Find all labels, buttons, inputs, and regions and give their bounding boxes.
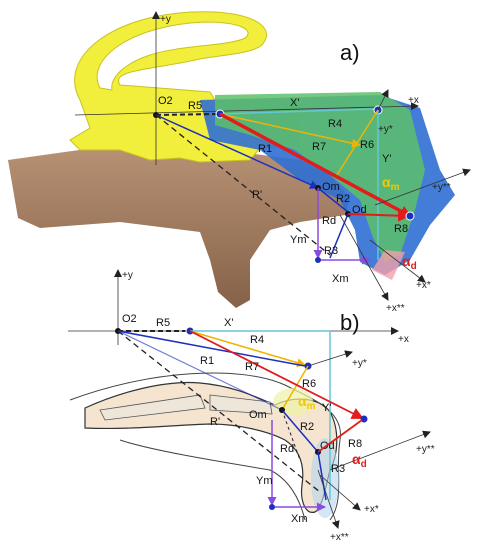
- r-prime-label-b: R': [210, 416, 220, 428]
- vector-r8-b: [317, 419, 363, 453]
- vector-r1-a: [155, 114, 319, 189]
- vector-r8-label-a: R8: [394, 223, 408, 235]
- axis-xdstar-b: [317, 469, 340, 529]
- axis-xdstar-a: [339, 214, 389, 301]
- forearm-shape: [8, 140, 350, 308]
- rd-label-a: Rd: [322, 215, 336, 227]
- axis-ydstar-label-b: +y**: [416, 444, 435, 455]
- vector-r8-a: [347, 209, 410, 222]
- x-prime-label-a: X': [290, 97, 299, 109]
- pin-b4: [269, 504, 275, 510]
- axis-x-label-b: +x: [398, 334, 409, 345]
- pin-b3: [360, 415, 368, 423]
- xm-label-a: Xm: [332, 273, 349, 285]
- vector-r3-a: [329, 213, 349, 259]
- vector-r7-label-b: R7: [245, 361, 259, 373]
- y-prime-label-a: Y': [382, 153, 391, 165]
- panel-b-label: b): [340, 310, 360, 335]
- axis-ystar-label-a: +y*: [378, 124, 393, 135]
- bone-middle: [209, 394, 273, 415]
- axis-ydstar-a: [374, 168, 471, 206]
- origin-label-b: O2: [122, 313, 137, 325]
- y-prime-label-b: Y': [322, 402, 331, 414]
- vector-r7-label-a: R7: [312, 141, 326, 153]
- vector-r6-label-b: R6: [302, 378, 316, 390]
- x-prime-label-b: X': [224, 317, 233, 329]
- panel-b: +y +x O2 R5 X' Y' R4 +y* R6 R1 R7 R': [68, 269, 435, 543]
- vector-r5-a: [155, 113, 221, 116]
- axis-xstar-a: [369, 239, 426, 283]
- xm-label-b: Xm: [291, 513, 308, 525]
- axis-xdstar-label-a: +x**: [386, 303, 405, 314]
- vector-r4-b: [189, 330, 306, 368]
- alpha-d-label-a: αd: [402, 253, 417, 272]
- alpha-m-label-b: αm: [298, 393, 316, 412]
- orthosis-pink-tip: [372, 250, 405, 280]
- axis-ystar-b: [307, 350, 353, 367]
- vector-r6-b: [281, 365, 309, 411]
- vector-r8-label-b: R8: [348, 438, 362, 450]
- vector-r3-b: [317, 451, 327, 501]
- orthosis-green-part: [215, 92, 425, 262]
- x-prime-line-a: [219, 108, 376, 115]
- axis-y-label-a: +y: [160, 14, 171, 25]
- axis-ystar-a: [377, 89, 389, 111]
- orthosis-yellow-loop: [96, 21, 249, 91]
- r-prime-line-a: [155, 114, 331, 256]
- axis-x-a: [74, 102, 419, 116]
- ym-label-a: Ym: [290, 234, 307, 246]
- od-label-a: Od: [352, 204, 367, 216]
- vector-r6-label-a: R6: [360, 139, 374, 151]
- axis-xstar-label-a: +x*: [416, 280, 431, 291]
- vector-r6-a: [334, 109, 379, 179]
- axis-y-label-b: +y: [122, 270, 133, 281]
- axis-xdstar-label-b: +x**: [330, 532, 349, 543]
- alpha-m-label-a: αm: [382, 174, 400, 193]
- axis-ydstar-b: [329, 430, 431, 471]
- ym-label-b: Ym: [256, 475, 273, 487]
- tip-overlay: [311, 438, 339, 518]
- pin-a3: [405, 211, 415, 221]
- rd-line-b: [281, 409, 301, 461]
- vector-r7-b: [189, 330, 364, 419]
- alpha-d-label-b: αd: [352, 451, 367, 470]
- axis-xstar-b: [319, 474, 361, 511]
- vector-r1-b: [117, 330, 306, 367]
- vector-r2-b: [281, 409, 319, 453]
- om-label-a: Om: [322, 181, 340, 193]
- vector-r1-label-b: R1: [200, 355, 214, 367]
- vector-r3-label-a: R3: [324, 245, 338, 257]
- vector-r1-b-tail: [117, 330, 283, 411]
- rd-label-b: Rd: [280, 443, 294, 455]
- vector-r2-a: [317, 187, 349, 213]
- r-prime-line-b: [117, 330, 321, 493]
- axis-xstar-label-b: +x*: [364, 504, 379, 515]
- axis-ystar-label-b: +y*: [352, 358, 367, 369]
- vector-r2-label-a: R2: [336, 193, 350, 205]
- r-prime-label-a: R': [252, 189, 262, 201]
- axis-ydstar-label-a: +y**: [432, 182, 451, 193]
- axis-x-label-a: +x: [408, 95, 419, 106]
- origin-label-a: O2: [158, 95, 173, 107]
- vector-r2-label-b: R2: [300, 421, 314, 433]
- vector-r4-label-b: R4: [250, 334, 264, 346]
- pin-a4: [315, 257, 321, 263]
- vector-r1-label-a: R1: [258, 143, 272, 155]
- vector-r4-label-a: R4: [328, 118, 342, 130]
- vector-r5-label-b: R5: [156, 317, 170, 329]
- vector-r7-a: [219, 112, 412, 218]
- panel-a: +y +x O2 R5 X' R4 Y' +y* R6 R1 R7 R': [8, 11, 471, 314]
- om-label-b: Om: [249, 409, 267, 421]
- panel-a-label: a): [340, 40, 360, 65]
- vector-r5-label-a: R5: [188, 100, 202, 112]
- bone-proximal: [99, 394, 206, 421]
- vector-r4-a: [219, 113, 361, 148]
